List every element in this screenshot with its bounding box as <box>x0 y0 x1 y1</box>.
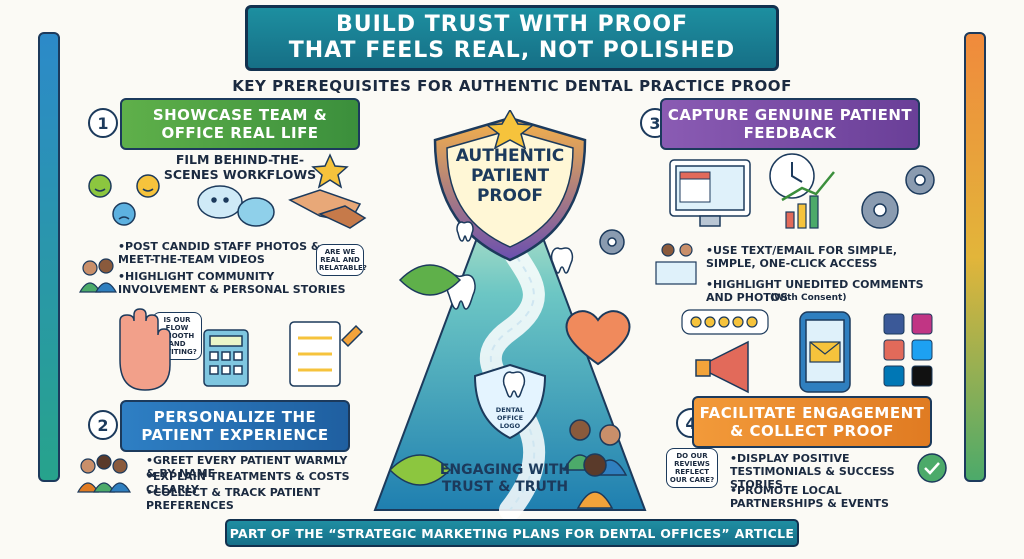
section-3-bullet-1: Use Text/Email for Simple, Simple, One-C… <box>706 244 926 270</box>
phone-icon <box>799 311 851 393</box>
instagram-icon <box>911 313 933 335</box>
linkedin-icon <box>883 365 905 387</box>
logo-label: Dental Office Logo <box>495 406 525 430</box>
smiley-faces-icon <box>88 174 160 226</box>
section-4-speech-bubble: Do our reviews reflect our care? <box>666 448 718 488</box>
social-icons <box>883 313 933 387</box>
section-4-heading: Facilitate Engagement & Collect Proof <box>692 396 932 448</box>
shield-label: Authentic Patient Proof <box>455 146 565 206</box>
calculator-icon <box>203 329 249 387</box>
section-2-bullet-3: Collect & Track Patient Preferences <box>146 486 356 512</box>
section-2-heading: Personalize the Patient Experience <box>120 400 350 452</box>
envelope-icon <box>809 341 841 363</box>
people-icon <box>76 454 132 493</box>
base-label: Engaging with Trust & Truth <box>439 462 571 495</box>
consent-note: (With Consent) <box>770 293 847 303</box>
section-4-bullet-2: Promote Local Partnerships & Events <box>730 484 930 510</box>
people-icon <box>655 243 697 285</box>
title-line-2: That Feels Real, Not Polished <box>288 38 736 63</box>
section-1-bullet-1: Post Candid Staff Photos & Meet-the-Team… <box>118 240 338 266</box>
footer-banner: Part of the “Strategic Marketing Plans f… <box>225 519 799 547</box>
title-banner: Build Trust With Proof That Feels Real, … <box>245 5 779 71</box>
chat-bubbles-icon <box>197 185 275 227</box>
bar-chart-icon <box>781 171 835 229</box>
facebook-icon <box>883 313 905 335</box>
section-3-bullet-2: Highlight Unedited Comments and Photos <box>706 278 946 304</box>
section-1-heading: Showcase Team & Office Real Life <box>120 98 360 150</box>
checklist-icon <box>289 321 364 387</box>
email-icon <box>883 339 905 361</box>
section-3-heading: Capture Genuine Patient Feedback <box>660 98 920 150</box>
step-1-badge: 1 <box>88 108 118 138</box>
tiktok-icon <box>911 365 933 387</box>
right-ribbon <box>964 32 986 482</box>
section-1-caption: Film Behind-the-Scenes Workflows <box>163 152 317 182</box>
handshake-icon <box>288 189 367 229</box>
clock-icon <box>769 153 815 199</box>
people-icon <box>78 258 118 293</box>
step-2-badge: 2 <box>88 410 118 440</box>
trust-funnel <box>373 110 647 520</box>
section-2-speech-bubble: Is our flow smooth and inviting? <box>152 312 202 360</box>
section-1-bullet-2: Highlight Community Involvement & Person… <box>118 270 358 296</box>
section-4-bullet-1: Display Positive Testimonials & Success … <box>730 452 930 491</box>
left-ribbon <box>38 32 60 482</box>
twitter-icon <box>911 339 933 361</box>
rating-stars-icon <box>681 309 769 335</box>
megaphone-icon <box>695 340 749 394</box>
calendar-icon <box>679 171 711 203</box>
title-line-1: Build Trust With Proof <box>335 12 689 37</box>
computer-icon <box>669 159 751 227</box>
subtitle: Key Prerequisites for Authentic Dental P… <box>232 77 792 95</box>
section-1-speech-bubble: Are we real and relatable? <box>316 244 367 276</box>
